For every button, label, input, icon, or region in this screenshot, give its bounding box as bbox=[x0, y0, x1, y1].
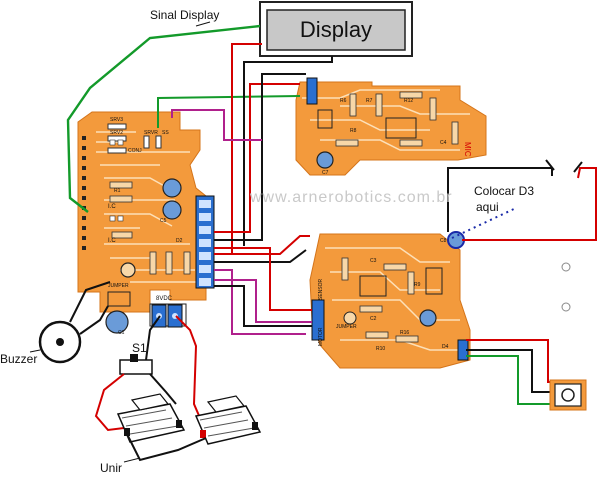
power-terminal bbox=[151, 304, 183, 328]
mark-d2: D2 bbox=[176, 238, 183, 244]
switch-s1 bbox=[119, 354, 153, 375]
magenta-wire-c bbox=[214, 279, 312, 323]
black-wire-display bbox=[243, 56, 333, 246]
mark-motor: MOTOR bbox=[318, 327, 324, 346]
mark-r1: R1 bbox=[114, 188, 121, 194]
mark-ic-1: I.C bbox=[108, 204, 116, 210]
mark-c4: C4 bbox=[440, 140, 447, 146]
black-wire-buzzer-b bbox=[79, 305, 109, 335]
black-wire-s1-top bbox=[145, 315, 161, 361]
green-wire-button bbox=[466, 355, 552, 405]
red-wire-s1 bbox=[94, 373, 125, 432]
mark-c3: C3 bbox=[370, 258, 377, 264]
mark-r10: R10 bbox=[376, 346, 386, 352]
display-module bbox=[259, 1, 413, 57]
red-wire-top-board bbox=[214, 83, 300, 233]
black-wire-button bbox=[466, 349, 552, 393]
green-wire-sinal-display bbox=[66, 24, 261, 213]
mark-c5: C5 bbox=[160, 218, 167, 224]
aqui-label: aqui bbox=[476, 200, 499, 214]
bottom-board bbox=[309, 231, 471, 369]
colocar-d3-label: Colocar D3 bbox=[474, 184, 535, 198]
unir-pointer bbox=[123, 457, 141, 463]
sinal-display-label: Sinal Display bbox=[150, 8, 220, 22]
red-wire-button bbox=[466, 339, 558, 383]
black-wire-d3 bbox=[447, 167, 553, 232]
buzzer-pointer bbox=[29, 349, 41, 353]
black-wire-sensor bbox=[214, 285, 312, 327]
top-board bbox=[295, 77, 487, 176]
mark-ic-2: I.C bbox=[108, 238, 116, 244]
battery-pack-1 bbox=[116, 393, 186, 443]
mark-r6: R6 bbox=[340, 98, 347, 104]
watermark-text: www.arnerobotics.com.br bbox=[250, 189, 453, 206]
main-board bbox=[77, 111, 215, 334]
mark-sensor: SENSOR bbox=[318, 278, 324, 300]
mark-c2: C2 bbox=[370, 316, 377, 322]
mark-c7: C7 bbox=[322, 170, 329, 176]
mark-r9: R9 bbox=[414, 282, 421, 288]
black-wire-bottom-board bbox=[214, 249, 307, 263]
mark-8vdc: 8VDC bbox=[156, 296, 173, 302]
buzzer bbox=[38, 320, 82, 364]
mic-label: MIC bbox=[463, 142, 472, 157]
mark-jumper: JUMPER bbox=[108, 283, 129, 289]
black-wire-top-board bbox=[214, 73, 306, 241]
push-button bbox=[549, 379, 587, 411]
red-wire-d3 bbox=[462, 167, 597, 241]
mounting-holes bbox=[561, 262, 571, 312]
red-wire-power bbox=[175, 315, 201, 419]
mark-r8: R8 bbox=[350, 128, 357, 134]
magenta-wire-a bbox=[171, 109, 262, 141]
sinal-display-pointer bbox=[195, 21, 211, 27]
mark-r12: R12 bbox=[404, 98, 414, 104]
red-wire-display bbox=[231, 43, 262, 254]
display-label: Display bbox=[299, 17, 373, 42]
s1-label: S1 bbox=[132, 341, 147, 355]
mark-conj: CONJ bbox=[128, 148, 142, 154]
black-wire-unir bbox=[127, 435, 207, 462]
mark-jumper-bottom: JUMPER bbox=[336, 324, 357, 330]
mark-srvr: SRVR bbox=[144, 130, 158, 136]
mark-srv2: SRV2 bbox=[110, 130, 123, 136]
mark-r7: R7 bbox=[366, 98, 373, 104]
battery-pack-2 bbox=[194, 395, 262, 445]
buzzer-label: Buzzer bbox=[0, 352, 38, 366]
black-wire-s1-batt bbox=[149, 373, 177, 405]
main-board-connectors bbox=[195, 195, 215, 289]
red-wire-sensor bbox=[214, 247, 312, 311]
d3-lead-marks bbox=[545, 159, 583, 173]
mark-d4: D4 bbox=[442, 344, 449, 350]
mark-r16: R16 bbox=[400, 330, 410, 336]
magenta-wire-b bbox=[214, 269, 306, 335]
mark-ss: SS bbox=[162, 130, 169, 136]
red-wire-bottom-board bbox=[214, 235, 310, 255]
mark-srv3: SRV3 bbox=[110, 117, 123, 123]
mark-c1: C1 bbox=[118, 330, 125, 336]
black-wire-buzzer-a bbox=[69, 281, 111, 323]
green-wire-top-board bbox=[157, 95, 301, 128]
unir-label: Unir bbox=[100, 461, 123, 475]
mark-c8: C8 bbox=[440, 238, 447, 244]
